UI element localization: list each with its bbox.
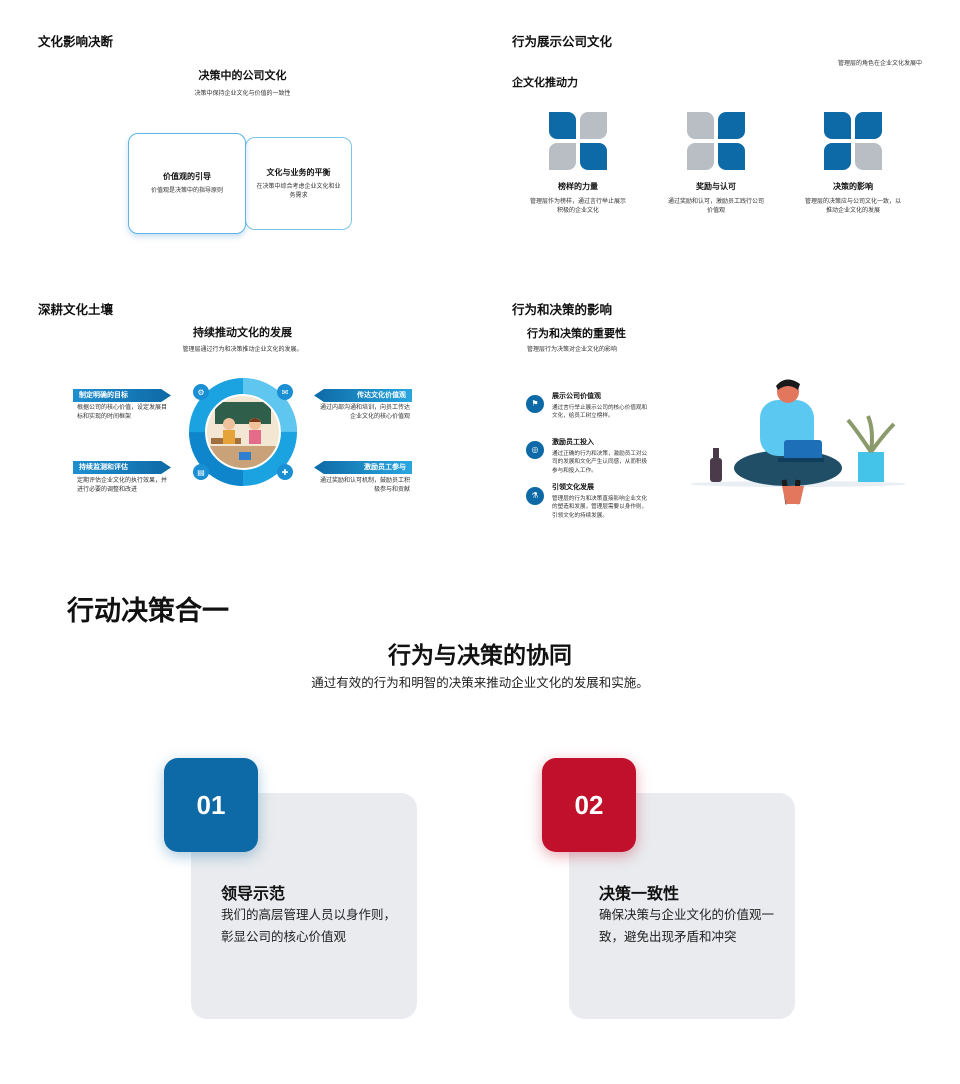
panel3-subtitle: 管理层通过行为和决策推动企业文化的发展。	[182, 347, 303, 353]
item-title: 展示公司价值观	[552, 393, 601, 400]
tag-icon: ⚑	[526, 395, 544, 413]
target-icon: ◎	[526, 441, 544, 459]
svg-text:⚙: ⚙	[197, 388, 204, 397]
decision-impact-item: 决策的影响 管理层的决策应与公司文化一致，以推动企业文化的发展	[803, 181, 903, 215]
item-title: 决策的影响	[833, 182, 873, 191]
classroom-illustration	[207, 396, 279, 468]
windows-grid-icon	[687, 112, 745, 170]
panel2-heading: 行为展示公司文化	[512, 35, 613, 49]
svg-text:▤: ▤	[197, 468, 205, 477]
panel4-title: 行为和决策的重要性	[527, 328, 626, 340]
tag-communicate: 传达文化价值观	[314, 389, 412, 402]
role-model-item: 榜样的力量 管理层作为榜样，通过言行举止展示积极的企业文化	[528, 181, 628, 215]
value-guidance-card[interactable]: 价值观的引导 价值观是决策中的指导原则	[128, 133, 246, 234]
item-desc: 管理层的行为和决策直接影响企业文化的塑造和发展，管理层需要以身作则，引领文化的持…	[552, 496, 648, 519]
tag-motivate-desc: 通过奖励和认可机制，鼓励员工积极参与和贡献	[319, 478, 410, 493]
panel5-heading: 行动决策合一	[67, 596, 229, 626]
card-title: 决策一致性	[599, 886, 680, 903]
card-number-badge: 01	[164, 758, 258, 852]
item-title: 激励员工投入	[552, 439, 594, 446]
card-desc: 在决策中综合考虑企业文化和业务需求	[256, 183, 341, 199]
tag-monitor-desc: 定期评估企业文化的执行效果，并进行必要的调整和改进	[77, 478, 168, 493]
tag-set-goals-desc: 根据公司的核心价值，设定发展目标和实现的时间框架	[77, 405, 168, 420]
tag-motivate: 激励员工参与	[314, 461, 412, 474]
panel3-heading: 深耕文化土壤	[38, 303, 114, 317]
item-desc: 通过奖励和认可，激励员工践行公司价值观	[667, 199, 764, 214]
card-title: 价值观的引导	[163, 172, 211, 181]
panel5-subtitle: 通过有效的行为和明智的决策来推动企业文化的发展和实施。	[311, 676, 649, 690]
item-title: 奖励与认可	[696, 182, 736, 191]
panel1-heading: 文化影响决断	[38, 35, 114, 49]
tag-set-goals: 制定明确的目标	[73, 389, 171, 402]
panel1-subtitle: 决策中保持企业文化与价值的一致性	[194, 91, 291, 97]
tag-communicate-desc: 通过内部沟通和培训，向员工传达企业文化的核心价值观	[319, 405, 410, 420]
tag-monitor: 持续监测和评估	[73, 461, 171, 474]
item-title: 引领文化发展	[552, 484, 594, 491]
panel4-subtitle: 管理层行为决策对企业文化的影响	[527, 347, 618, 353]
item-desc: 通过言行举止展示公司的核心价值观和文化，给员工树立榜样。	[552, 405, 648, 420]
item-desc: 通过正确的行为和决策，激励员工对公司的发展和文化产生认同感，从而积极参与和投入工…	[552, 451, 648, 474]
panel4-heading: 行为和决策的影响	[512, 303, 613, 317]
item-title: 榜样的力量	[558, 182, 598, 191]
item-desc: 管理层作为榜样，通过言行举止展示积极的企业文化	[529, 199, 626, 214]
windows-grid-icon	[549, 112, 607, 170]
flask-icon: ⚗	[526, 487, 544, 505]
reward-item: 奖励与认可 通过奖励和认可，激励员工践行公司价值观	[666, 181, 766, 215]
card-title: 领导示范	[221, 886, 286, 903]
windows-grid-icon	[824, 112, 882, 170]
culture-business-balance-card[interactable]: 文化与业务的平衡 在决策中综合考虑企业文化和业务需求	[245, 137, 352, 230]
card-desc: 价值观是决策中的指导原则	[150, 188, 223, 194]
card-desc: 确保决策与企业文化的价值观一致，避免出现矛盾和冲突	[599, 908, 775, 944]
item-desc: 管理层的决策应与公司文化一致，以推动企业文化的发展	[804, 199, 901, 214]
svg-text:✚: ✚	[282, 468, 289, 477]
panel3-title: 持续推动文化的发展	[193, 327, 292, 339]
card-number-badge: 02	[542, 758, 636, 852]
card-desc: 我们的高层管理人员以身作则，彰显公司的核心价值观	[221, 908, 397, 944]
panel2-note: 管理层的角色在企业文化发展中	[837, 61, 922, 67]
panel5-title: 行为与决策的协同	[388, 642, 572, 668]
person-laptop-illustration	[690, 379, 906, 505]
panel2-subheading: 企文化推动力	[512, 77, 578, 89]
card-title: 文化与业务的平衡	[266, 167, 331, 177]
svg-text:✉: ✉	[282, 388, 289, 397]
panel1-title: 决策中的公司文化	[198, 70, 287, 82]
